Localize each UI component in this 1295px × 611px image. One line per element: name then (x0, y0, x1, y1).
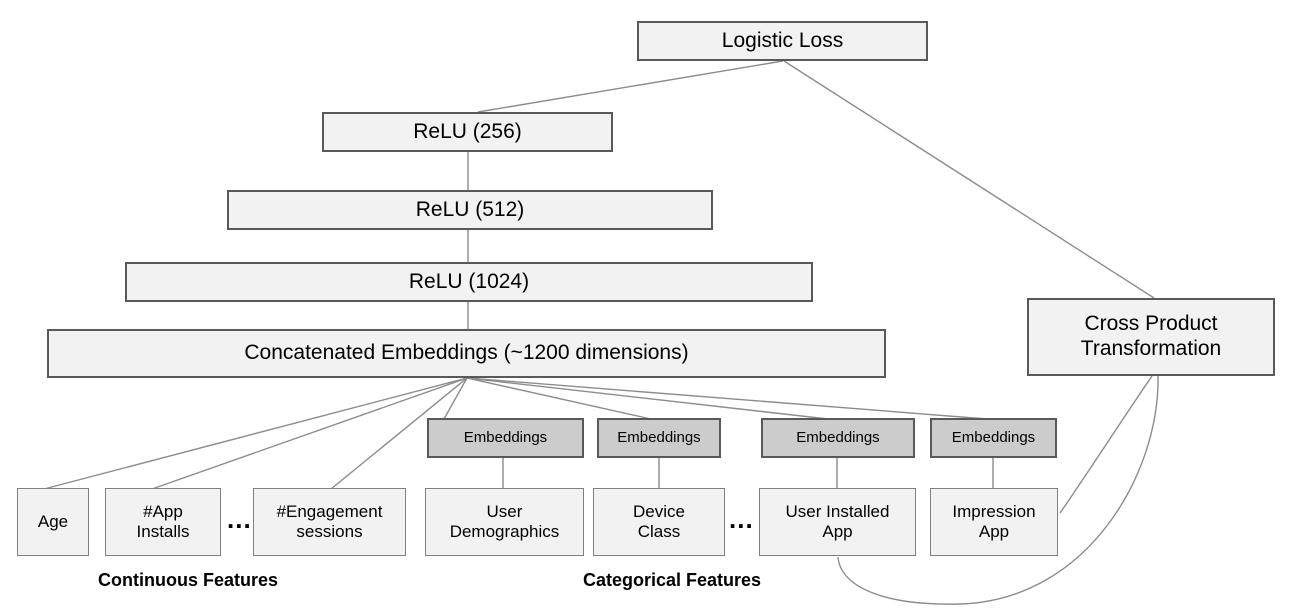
node-feature-device-class[interactable]: Device Class (593, 488, 725, 556)
edge-loss-to-crossproduct (783, 60, 1155, 299)
node-feature-engagement-sessions-label: #Engagement sessions (276, 501, 383, 541)
node-feature-user-demographics[interactable]: User Demographics (425, 488, 584, 556)
node-embeddings-2-label: Embeddings (617, 429, 701, 447)
node-relu-512-label: ReLU (512) (415, 197, 525, 221)
node-feature-app-installs[interactable]: #App Installs (105, 488, 221, 556)
edge-concat-to-app-installs (151, 377, 468, 490)
edge-concat-to-embeddings-2 (466, 377, 652, 420)
node-feature-user-installed-app[interactable]: User Installed App (759, 488, 916, 556)
node-feature-user-demographics-label: User Demographics (449, 501, 560, 541)
node-relu-1024[interactable]: ReLU (1024) (125, 262, 813, 302)
group-label-categorical-features: Categorical Features (583, 570, 761, 591)
group-label-continuous-features: Continuous Features (98, 570, 278, 591)
node-relu-1024-label: ReLU (1024) (408, 269, 530, 293)
edge-concat-to-embeddings-4 (466, 377, 988, 420)
ellipsis-continuous-label: ... (227, 504, 252, 534)
ellipsis-continuous: ... (227, 506, 252, 532)
node-relu-256-label: ReLU (256) (413, 119, 522, 143)
node-feature-age-label: Age (37, 511, 69, 531)
ellipsis-categorical-label: ... (729, 504, 754, 534)
node-embeddings-4-label: Embeddings (951, 429, 1036, 447)
node-feature-device-class-label: Device Class (633, 501, 685, 541)
node-embeddings-1-label: Embeddings (463, 429, 548, 447)
node-embeddings-3-label: Embeddings (796, 429, 880, 447)
node-feature-impression-app-label: Impression App (952, 501, 1036, 541)
node-feature-app-installs-label: #App Installs (136, 501, 190, 541)
node-feature-engagement-sessions[interactable]: #Engagement sessions (253, 488, 406, 556)
node-relu-512[interactable]: ReLU (512) (227, 190, 713, 230)
edge-concat-to-age (43, 377, 468, 490)
node-logistic-loss-label: Logistic Loss (721, 28, 844, 52)
node-logistic-loss[interactable]: Logistic Loss (637, 21, 928, 61)
group-label-continuous-features-text: Continuous Features (98, 570, 279, 590)
ellipsis-categorical: ... (729, 506, 754, 532)
node-embeddings-3[interactable]: Embeddings (761, 418, 915, 458)
node-feature-age[interactable]: Age (17, 488, 89, 556)
edge-loss-to-relu256 (477, 60, 784, 113)
node-embeddings-4[interactable]: Embeddings (930, 418, 1057, 458)
node-embeddings-1[interactable]: Embeddings (427, 418, 584, 458)
group-label-categorical-features-text: Categorical Features (583, 570, 762, 590)
node-relu-256[interactable]: ReLU (256) (322, 112, 613, 152)
node-embeddings-2[interactable]: Embeddings (597, 418, 721, 458)
node-cross-product-transformation[interactable]: Cross Product Transformation (1027, 298, 1275, 376)
edge-crossproduct-to-impression-app (1059, 375, 1153, 514)
node-feature-impression-app[interactable]: Impression App (930, 488, 1058, 556)
node-cross-product-transformation-label: Cross Product Transformation (1080, 312, 1222, 360)
edge-concat-to-embeddings-1 (443, 377, 468, 420)
node-concatenated-embeddings-label: Concatenated Embeddings (~1200 dimension… (244, 341, 689, 365)
node-concatenated-embeddings[interactable]: Concatenated Embeddings (~1200 dimension… (47, 329, 886, 378)
node-feature-user-installed-app-label: User Installed App (785, 501, 890, 541)
edge-concat-to-embeddings-3 (466, 377, 829, 420)
